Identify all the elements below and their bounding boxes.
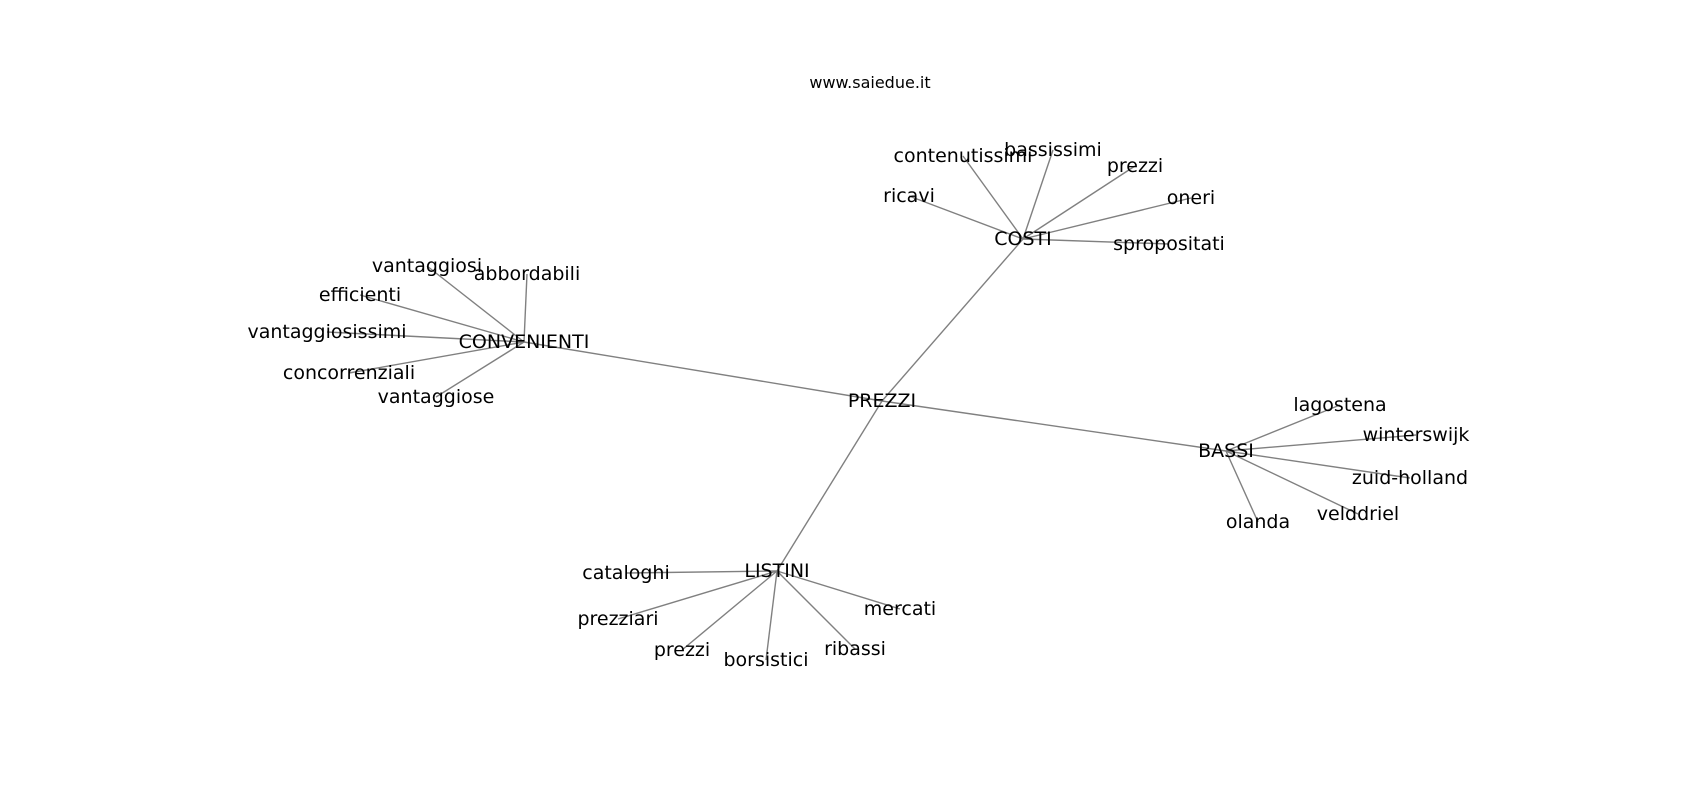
node-leaf-convenienti-vantaggiosi: vantaggiosi <box>372 255 482 277</box>
edges-layer <box>326 149 1417 661</box>
node-leaf-bassi-lagostena: lagostena <box>1293 394 1386 416</box>
node-leaf-costi-ricavi: ricavi <box>883 185 935 207</box>
node-leaf-costi-bassissimi: bassissimi <box>1004 139 1102 161</box>
node-leaf-listini-cataloghi: cataloghi <box>582 562 669 584</box>
node-leaf-costi-contenutissimi: contenutissimi <box>894 145 1033 167</box>
edge-convenienti-concorrenziali <box>348 341 525 374</box>
node-hub-costi: COSTI <box>994 228 1052 250</box>
edge-bassi-zuid-holland <box>1225 450 1411 479</box>
edge-bassi-velddriel <box>1225 450 1359 515</box>
node-leaf-bassi-zuid-holland: zuid-holland <box>1352 467 1468 489</box>
node-leaf-convenienti-concorrenziali: concorrenziali <box>283 362 415 384</box>
node-hub-bassi: BASSI <box>1198 440 1254 462</box>
node-leaf-bassi-velddriel: velddriel <box>1317 503 1399 525</box>
node-leaf-listini-prezzi: prezzi <box>654 639 710 661</box>
edge-prezzi-listini <box>776 400 883 572</box>
node-leaf-listini-prezziari: prezziari <box>577 608 658 630</box>
edge-listini-ribassi <box>776 570 856 650</box>
node-hub-listini: LISTINI <box>744 560 809 582</box>
edge-bassi-olanda <box>1225 450 1259 523</box>
edge-costi-oneri <box>1022 197 1192 240</box>
node-leaf-costi-oneri: oneri <box>1167 187 1215 209</box>
edge-prezzi-convenienti <box>523 341 883 402</box>
edge-bassi-winterswijk <box>1225 434 1417 452</box>
edge-convenienti-abbordabili <box>523 273 528 343</box>
edge-listini-borsistici <box>765 570 778 661</box>
edge-costi-bassissimi <box>1022 149 1054 240</box>
edge-prezzi-costi <box>881 238 1024 402</box>
edge-listini-prezzi <box>681 570 778 651</box>
node-leaf-listini-borsistici: borsistici <box>723 649 808 671</box>
node-leaf-costi-prezzi: prezzi <box>1107 155 1163 177</box>
edge-listini-prezziari <box>617 570 778 620</box>
node-leaf-convenienti-abbordabili: abbordabili <box>474 263 580 285</box>
node-leaf-convenienti-vantaggiosissimi: vantaggiosissimi <box>247 321 406 343</box>
node-leaf-listini-ribassi: ribassi <box>824 638 886 660</box>
edge-listini-mercati <box>776 570 901 610</box>
edge-costi-spropositati <box>1022 238 1170 245</box>
edge-convenienti-vantaggiosi <box>426 265 525 343</box>
labels-layer: PREZZICOSTIcontenutissimibassissimiprezz… <box>247 139 1469 671</box>
edge-convenienti-vantaggiosissimi <box>326 331 525 343</box>
edge-bassi-lagostena <box>1225 404 1341 452</box>
node-leaf-convenienti-efficienti: efficienti <box>319 284 401 306</box>
node-leaf-convenienti-vantaggiose: vantaggiose <box>378 386 495 408</box>
edge-costi-prezzi <box>1022 165 1136 240</box>
site-title: www.saiedue.it <box>809 73 930 92</box>
node-leaf-listini-mercati: mercati <box>864 598 936 620</box>
edge-convenienti-efficienti <box>359 294 525 343</box>
node-hub-convenienti: CONVENIENTI <box>459 331 590 353</box>
node-leaf-bassi-winterswijk: winterswijk <box>1363 424 1470 446</box>
node-center-prezzi: PREZZI <box>848 390 916 412</box>
node-leaf-costi-spropositati: spropositati <box>1113 233 1225 255</box>
edge-listini-cataloghi <box>625 570 778 574</box>
edge-costi-ricavi <box>908 195 1024 240</box>
edge-prezzi-bassi <box>881 400 1227 452</box>
edge-costi-contenutissimi <box>962 155 1024 240</box>
node-leaf-bassi-olanda: olanda <box>1226 511 1290 533</box>
edge-convenienti-vantaggiose <box>435 341 525 398</box>
